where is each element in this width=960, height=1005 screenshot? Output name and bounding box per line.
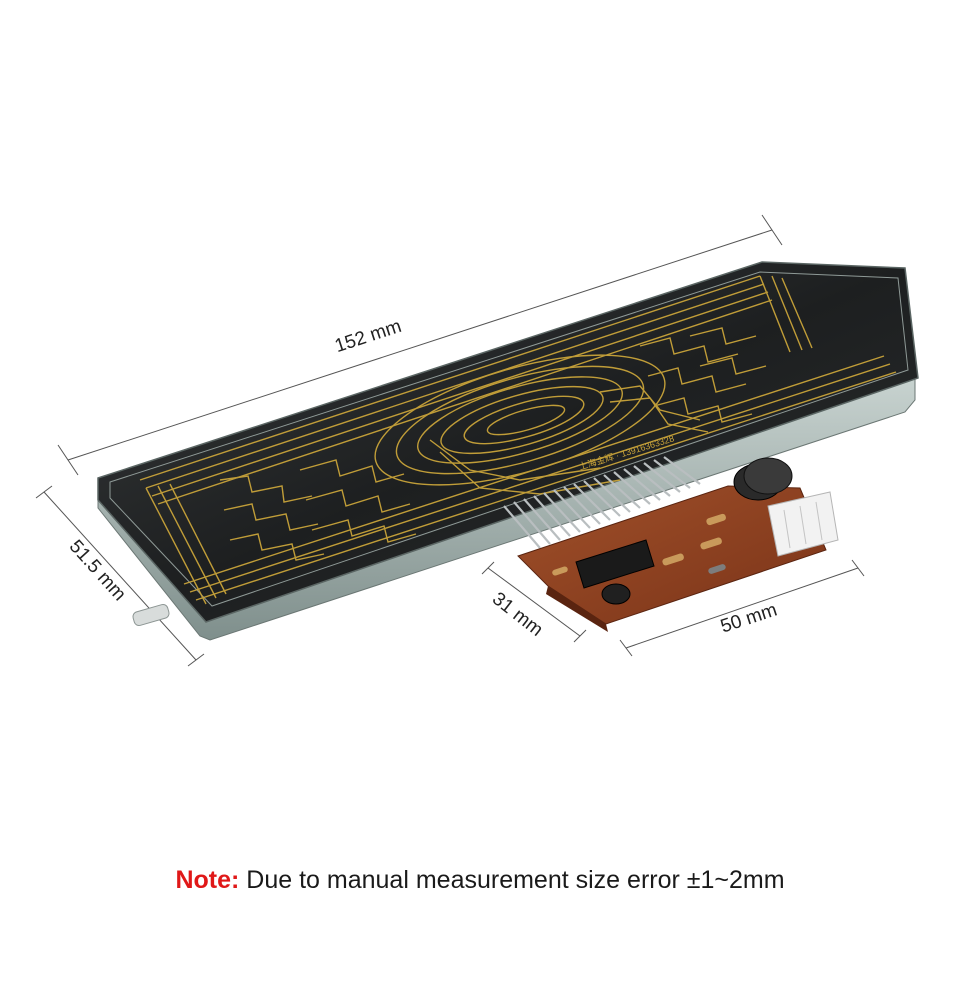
ic-chip (575, 539, 655, 589)
small-capacitor (601, 583, 631, 605)
dimension-lines (35, 214, 865, 667)
driver-pcb (517, 457, 839, 632)
resistor (662, 553, 684, 566)
gold-traces (139, 275, 897, 605)
note-text: Due to manual measurement size error ±1~… (246, 866, 785, 894)
note-label: Note: (175, 866, 240, 894)
measurement-note: Note: Due to manual measurement size err… (0, 866, 960, 895)
connector-pins (503, 456, 701, 549)
